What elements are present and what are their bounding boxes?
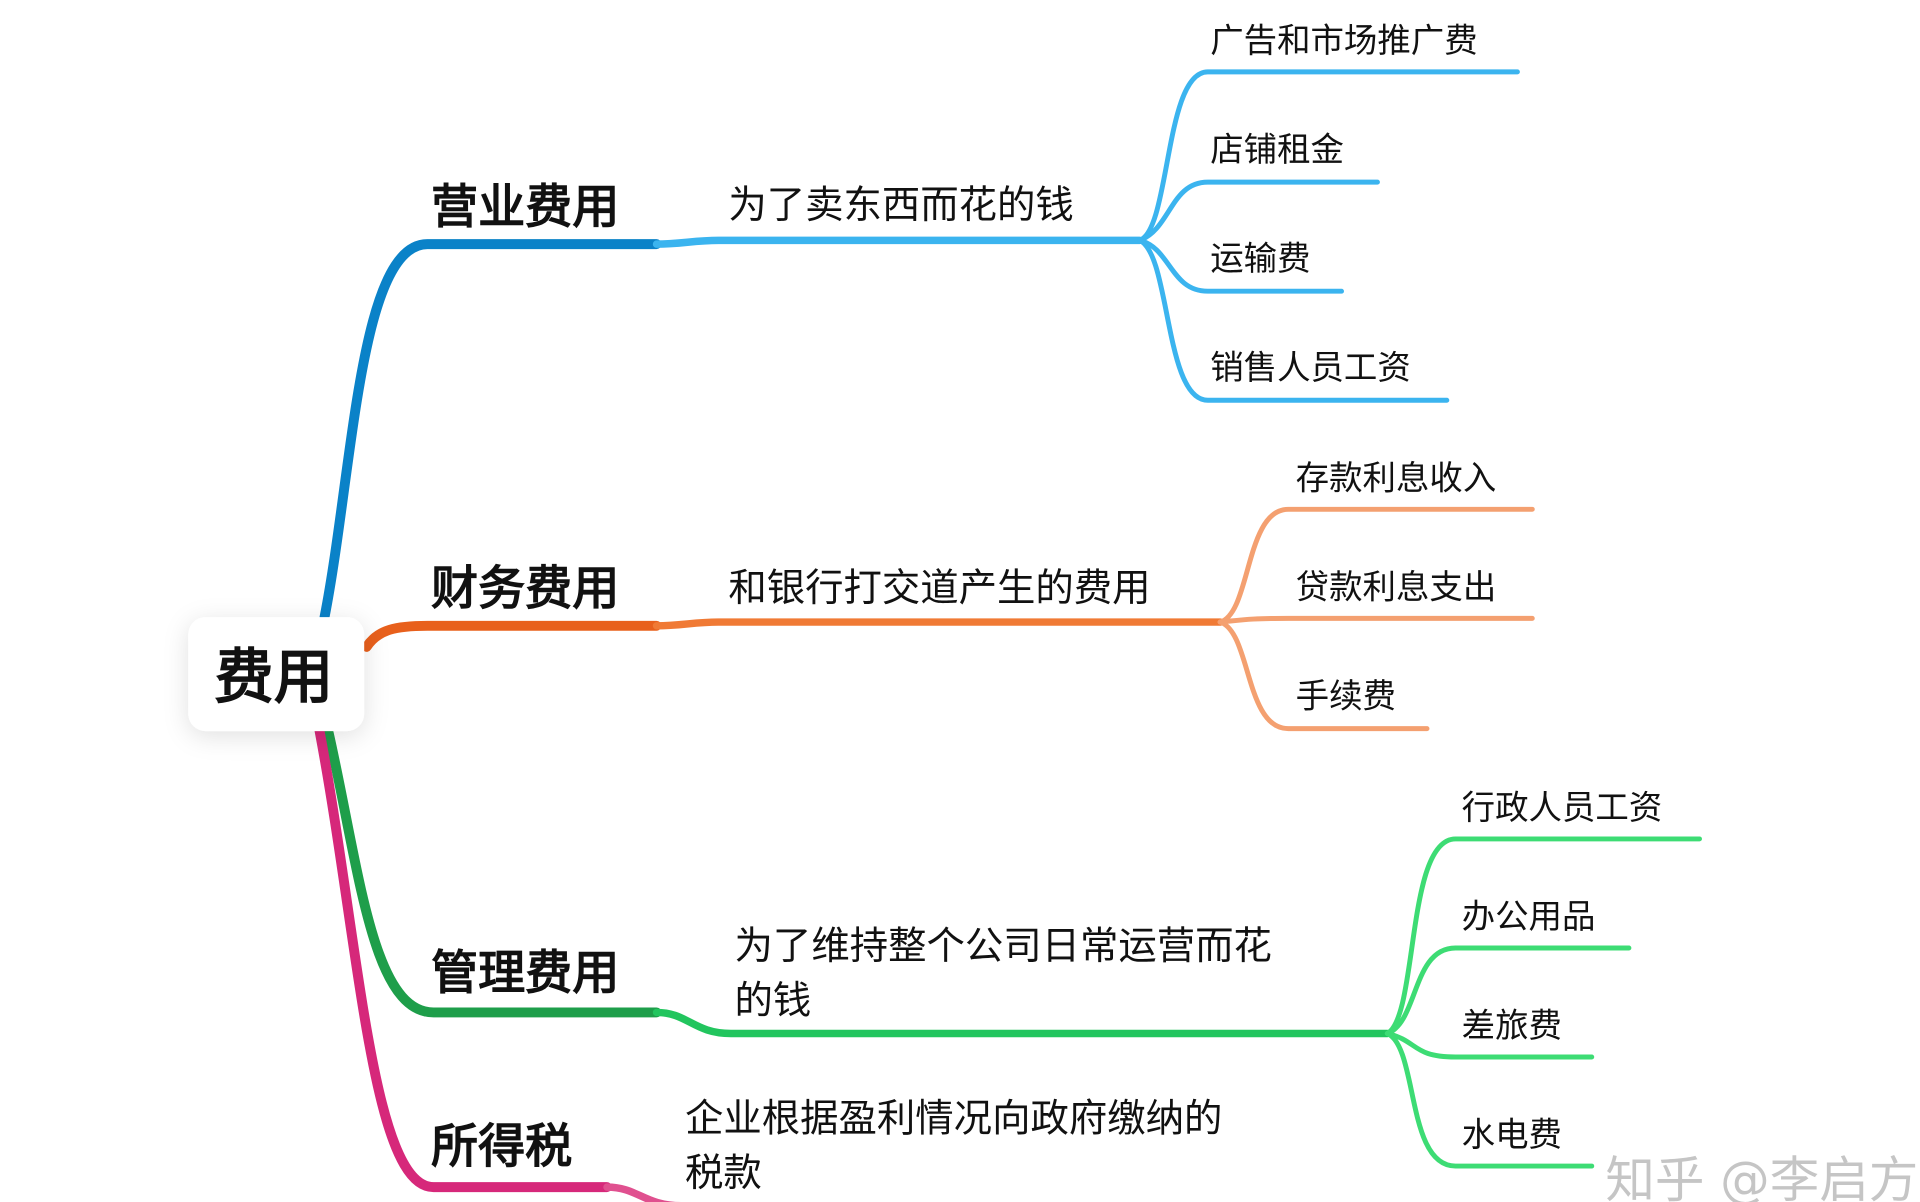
- branch-admin: 管理费用 为了维持整个公司日常运营而花 的钱 行政人员工资 办公用品 差旅费 水…: [323, 726, 1702, 1169]
- child-line: [1217, 506, 1535, 625]
- child-line: [1384, 945, 1632, 1036]
- leaf: 存款利息收入: [1296, 458, 1497, 497]
- leaf: 手续费: [1296, 677, 1396, 716]
- child-line: [1137, 237, 1450, 403]
- child-line: [1137, 237, 1344, 294]
- root-label: 费用: [214, 644, 333, 713]
- watermark: 知乎 @李启方: [1605, 1151, 1918, 1202]
- connector-tax: [314, 726, 612, 1193]
- desc-line-finance: [652, 618, 1224, 630]
- child-line: [1137, 179, 1380, 243]
- branch-finance: 财务费用 和银行打交道产生的费用 存款利息收入 贷款利息支出 手续费: [361, 458, 1535, 732]
- desc-line-tax: [603, 1183, 1338, 1202]
- leaf: 运输费: [1210, 239, 1310, 278]
- child-line: [1384, 1030, 1595, 1169]
- branch-desc: 为了维持整个公司日常运营而花: [735, 924, 1272, 969]
- branch-label: 管理费用: [431, 946, 619, 1001]
- leaf: 水电费: [1462, 1115, 1562, 1154]
- connector-finance: [361, 620, 662, 652]
- leaf: 贷款利息支出: [1296, 568, 1497, 607]
- branch-sales: 营业费用 为了卖东西而花的钱 广告和市场推广费 店铺租金 运输费 销售人员工资: [319, 21, 1520, 623]
- desc-line-sales: [652, 236, 1144, 248]
- branch-tax: 所得税 企业根据盈利情况向政府缴纳的 税款: [314, 726, 1338, 1202]
- leaf: 差旅费: [1462, 1006, 1562, 1045]
- branch-label: 营业费用: [431, 180, 619, 235]
- desc-line-admin: [652, 1008, 1392, 1038]
- leaf: 店铺租金: [1210, 130, 1344, 169]
- leaf: 销售人员工资: [1210, 348, 1411, 387]
- root-node: 费用: [188, 617, 365, 732]
- branch-desc: 和银行打交道产生的费用: [728, 566, 1150, 611]
- branch-desc: 的钱: [735, 979, 812, 1024]
- child-line: [1217, 619, 1430, 732]
- leaf: 广告和市场推广费: [1210, 21, 1477, 60]
- child-line: [1384, 836, 1702, 1036]
- leaf: 行政人员工资: [1462, 788, 1663, 827]
- branch-label: 财务费用: [431, 562, 619, 617]
- leaf: 办公用品: [1462, 897, 1596, 936]
- connector-sales: [319, 239, 662, 623]
- child-line: [1384, 1030, 1595, 1060]
- branch-label: 所得税: [431, 1119, 572, 1174]
- connector-admin: [323, 726, 662, 1018]
- child-line: [1217, 615, 1535, 625]
- branch-desc: 税款: [685, 1151, 762, 1196]
- branch-desc: 为了卖东西而花的钱: [728, 183, 1073, 228]
- branch-desc: 企业根据盈利情况向政府缴纳的: [685, 1096, 1222, 1141]
- child-line: [1137, 69, 1520, 243]
